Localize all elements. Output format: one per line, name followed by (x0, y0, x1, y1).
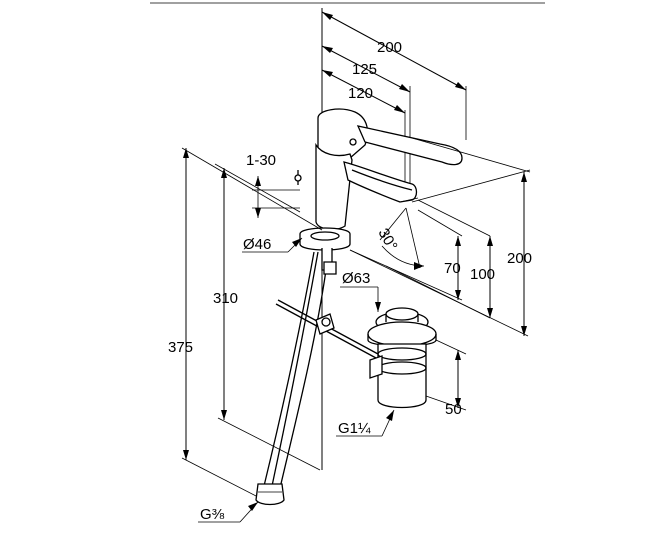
base-diameter-group: Ø46 (242, 236, 303, 253)
arrow-100-top (487, 236, 493, 246)
waste-ring-1 (377, 347, 427, 361)
waste-thread-arrow (386, 410, 394, 421)
reach-dimension-group: 200 125 120 (321, 8, 467, 470)
hose-group (255, 251, 379, 506)
arrow-100-bottom (487, 308, 493, 318)
arrow-310-bottom (221, 410, 227, 420)
top-ref-line (411, 137, 531, 173)
label-200-top: 200 (377, 39, 402, 56)
label-swivel-angle: 30° (375, 226, 401, 254)
dim-line-200-top (321, 11, 467, 91)
label-plug-diameter: Ø63 (342, 270, 370, 287)
lever-travel-group: 1-30 (246, 152, 300, 218)
arrow-375-top (183, 148, 189, 158)
plug-cap (385, 307, 419, 321)
spout-tip-ref (417, 199, 491, 237)
rod-clamp-screw (321, 317, 331, 327)
arrow-120-right (394, 105, 405, 113)
waste-body (377, 343, 427, 409)
swivel-angle-group: 30° (375, 207, 425, 270)
label-100: 100 (470, 266, 495, 283)
dim-line-120 (321, 69, 406, 114)
cap-indicator (349, 138, 357, 146)
spout-ref-line (411, 169, 531, 203)
height-dimension-group: 70 100 200 (181, 137, 532, 337)
label-hose-thread: G⅜ (200, 506, 225, 523)
label-200-right: 200 (507, 250, 532, 267)
arrow-200r-bottom (521, 326, 527, 336)
lever-travel-arrow (255, 176, 261, 186)
label-120: 120 (348, 85, 373, 102)
lever-handle (356, 125, 463, 166)
arrow-70-bottom (455, 290, 461, 300)
shank-nut (323, 261, 337, 275)
waste-flange (367, 321, 437, 347)
angle-line-a (405, 207, 421, 269)
spout-edge (351, 169, 413, 191)
hose-left (263, 251, 315, 487)
label-base-diameter: Ø46 (243, 236, 271, 253)
arrow-200-left (322, 12, 333, 20)
label-375: 375 (168, 339, 193, 356)
hose-thread-arrow (248, 502, 258, 511)
spout-outlet (399, 197, 419, 203)
plug-cap-side (385, 314, 419, 322)
rod-bottom-ref (217, 417, 321, 471)
mid-ref-line (417, 209, 463, 237)
arrow-50-bottom (455, 398, 461, 408)
arrow-310-top (221, 168, 227, 178)
waste-50-ref-top (435, 339, 467, 355)
base-diameter-arrow (292, 238, 302, 247)
mixer-body-group (294, 108, 463, 271)
base-ref-line (349, 249, 463, 301)
bottom-hose-ref (181, 457, 261, 499)
waste-50-ref-bottom (425, 395, 467, 411)
waste-side-port (369, 355, 383, 379)
waste-group: Ø63 50 G1¼ (336, 270, 467, 437)
mixer-cap (317, 108, 369, 160)
label-125: 125 (352, 61, 377, 78)
top-hose-ref (214, 163, 301, 213)
arrow-70-top (455, 236, 461, 246)
arrow-200r-top (521, 172, 527, 182)
angle-arrow (414, 262, 424, 270)
hose-left-inner (271, 251, 319, 487)
angle-line-b (379, 207, 407, 241)
label-70: 70 (444, 260, 461, 277)
arrow-125-left (322, 46, 333, 53)
lever-stub-knob (294, 174, 302, 182)
mixer-body (315, 142, 353, 231)
spout (343, 161, 418, 203)
length-dimension-group: 310 375 (168, 148, 321, 499)
plug-diameter-arrow (375, 302, 381, 312)
base-ref-line-2 (349, 249, 529, 337)
label-waste-length: 50 (445, 401, 462, 418)
hose-thread-group: G⅜ (198, 501, 259, 523)
arrow-50-top (455, 350, 461, 360)
arrow-120-left (322, 70, 333, 77)
arrow-125-right (399, 84, 410, 92)
base-ref-line-4 (181, 147, 323, 231)
dim-line-125 (321, 45, 411, 93)
hose-right (279, 269, 327, 489)
label-waste-thread: G1¼ (338, 420, 371, 437)
label-310: 310 (213, 290, 238, 307)
arrow-200-right (455, 82, 466, 90)
base-ref-line-3 (385, 265, 491, 319)
arrow-375-bottom (183, 450, 189, 460)
base-flange-top (310, 231, 340, 241)
label-lever-travel: 1-30 (246, 152, 276, 169)
hose-connector (255, 483, 285, 506)
lever-travel-arrow-2 (255, 208, 261, 218)
